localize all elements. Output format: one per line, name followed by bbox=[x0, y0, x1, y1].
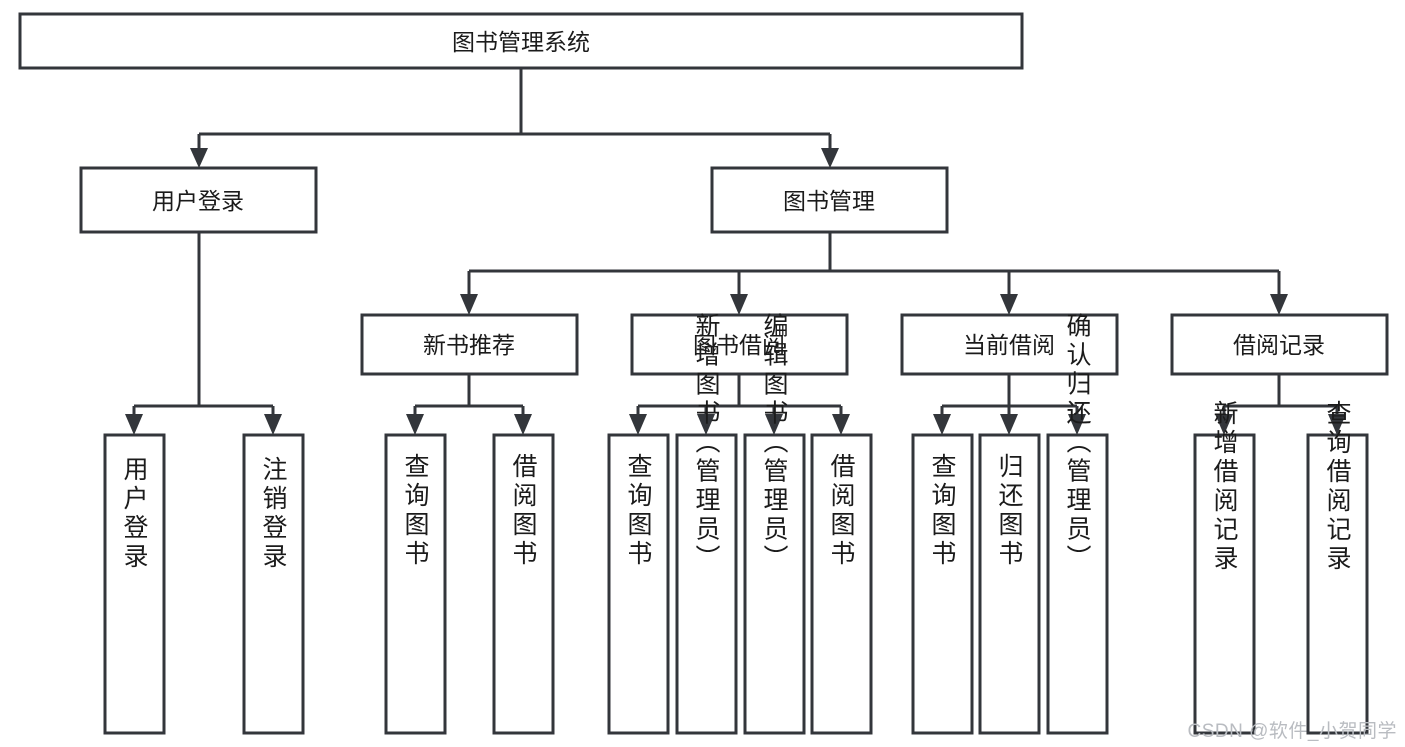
arrow-head-borrow-record bbox=[1270, 294, 1288, 315]
node-leaf-confirm-return[interactable]: 确认归还（管理员） bbox=[1046, 313, 1109, 735]
node-leaf-query-record[interactable]: 查询借阅记录 bbox=[1306, 400, 1369, 735]
node-leaf-user-logout-box[interactable] bbox=[242, 433, 305, 735]
node-leaf-query-book-1-box[interactable] bbox=[384, 433, 447, 735]
arrow-head-leaf-query-book-3 bbox=[933, 414, 951, 435]
node-leaf-query-book-3-box[interactable] bbox=[911, 433, 974, 735]
arrow-head-leaf-add-book bbox=[697, 414, 715, 435]
node-leaf-borrow-book-1-label: 借阅图书 bbox=[509, 453, 538, 569]
node-book-manage-box[interactable] bbox=[710, 166, 949, 234]
node-current-borrow[interactable]: 当前借阅 bbox=[900, 313, 1119, 376]
node-user-login-box[interactable] bbox=[79, 166, 318, 234]
node-leaf-borrow-book-2-box[interactable] bbox=[810, 433, 873, 735]
node-new-book-rec[interactable]: 新书推荐 bbox=[360, 313, 579, 376]
node-leaf-user-login-label: 用户登录 bbox=[120, 456, 149, 572]
node-leaf-query-book-1[interactable]: 查询图书 bbox=[384, 433, 447, 735]
arrow-head-leaf-borrow-book-2 bbox=[832, 414, 850, 435]
node-leaf-add-book-box[interactable] bbox=[675, 433, 738, 735]
connector-layer bbox=[125, 68, 1346, 435]
node-leaf-add-record-box[interactable] bbox=[1193, 433, 1256, 735]
arrow-head-current-borrow bbox=[1000, 294, 1018, 315]
node-leaf-borrow-book-1[interactable]: 借阅图书 bbox=[492, 433, 555, 735]
arrow-head-user-login bbox=[190, 148, 208, 168]
node-leaf-add-book[interactable]: 新增图书（管理员） bbox=[675, 313, 738, 735]
node-leaf-borrow-book-2-label: 借阅图书 bbox=[827, 453, 856, 569]
node-leaf-query-book-3[interactable]: 查询图书 bbox=[911, 433, 974, 735]
arrow-head-leaf-add-record bbox=[1215, 414, 1233, 435]
node-leaf-query-record-label: 查询借阅记录 bbox=[1323, 400, 1352, 574]
node-borrow-record[interactable]: 借阅记录 bbox=[1170, 313, 1389, 376]
node-book-manage[interactable]: 图书管理 bbox=[710, 166, 949, 234]
node-user-login[interactable]: 用户登录 bbox=[79, 166, 318, 234]
node-leaf-query-record-box[interactable] bbox=[1306, 433, 1369, 735]
node-leaf-add-book-label: 新增图书（管理员） bbox=[692, 313, 721, 574]
node-borrow-record-box[interactable] bbox=[1170, 313, 1389, 376]
node-book-borrow-label: 图书借阅 bbox=[693, 332, 785, 358]
node-user-login-label: 用户登录 bbox=[152, 188, 244, 214]
node-leaf-confirm-return-box[interactable] bbox=[1046, 433, 1109, 735]
arrow-head-leaf-query-record bbox=[1328, 414, 1346, 435]
node-new-book-rec-box[interactable] bbox=[360, 313, 579, 376]
arrow-head-leaf-query-book-1 bbox=[406, 414, 424, 435]
arrow-head-book-manage bbox=[821, 148, 839, 168]
node-leaf-user-login-box[interactable] bbox=[103, 433, 166, 735]
node-book-borrow-box[interactable] bbox=[630, 313, 849, 376]
arrow-head-leaf-confirm-return bbox=[1068, 414, 1086, 435]
node-leaf-user-login[interactable]: 用户登录 bbox=[103, 433, 166, 735]
node-leaf-borrow-book-1-box[interactable] bbox=[492, 433, 555, 735]
arrow-head-leaf-query-book-2 bbox=[629, 414, 647, 435]
node-leaf-edit-book[interactable]: 编辑图书（管理员） bbox=[743, 313, 806, 735]
node-leaf-user-logout[interactable]: 注销登录 bbox=[242, 433, 305, 735]
node-book-manage-label: 图书管理 bbox=[783, 188, 875, 214]
node-leaf-query-book-2[interactable]: 查询图书 bbox=[607, 433, 670, 735]
node-leaf-query-book-3-label: 查询图书 bbox=[928, 453, 957, 569]
node-borrow-record-label: 借阅记录 bbox=[1233, 332, 1325, 358]
node-current-borrow-label: 当前借阅 bbox=[963, 332, 1055, 358]
arrow-head-leaf-borrow-book-1 bbox=[514, 414, 532, 435]
arrow-head-leaf-user-login bbox=[125, 414, 143, 435]
arrow-head-new-book-rec bbox=[460, 294, 478, 315]
node-root[interactable]: 图书管理系统 bbox=[18, 12, 1024, 70]
node-leaf-add-record[interactable]: 新增借阅记录 bbox=[1193, 400, 1256, 735]
node-leaf-query-book-2-label: 查询图书 bbox=[624, 453, 653, 569]
node-leaf-borrow-book-2[interactable]: 借阅图书 bbox=[810, 433, 873, 735]
node-root-label: 图书管理系统 bbox=[452, 29, 590, 55]
node-leaf-confirm-return-label: 确认归还（管理员） bbox=[1063, 313, 1092, 574]
arrow-head-leaf-return-book bbox=[1000, 414, 1018, 435]
node-leaf-return-book-label: 归还图书 bbox=[995, 453, 1024, 569]
node-leaf-edit-book-label: 编辑图书（管理员） bbox=[760, 313, 789, 574]
node-leaf-edit-book-box[interactable] bbox=[743, 433, 806, 735]
node-book-borrow[interactable]: 图书借阅 bbox=[630, 313, 849, 376]
node-root-box[interactable] bbox=[18, 12, 1024, 70]
node-new-book-rec-label: 新书推荐 bbox=[423, 332, 515, 358]
node-current-borrow-box[interactable] bbox=[900, 313, 1119, 376]
node-leaf-user-logout-label: 注销登录 bbox=[259, 456, 288, 572]
arrow-head-book-borrow bbox=[730, 294, 748, 315]
arrow-head-leaf-edit-book bbox=[765, 414, 783, 435]
arrow-head-leaf-user-logout bbox=[264, 414, 282, 435]
node-leaf-query-book-2-box[interactable] bbox=[607, 433, 670, 735]
node-leaf-query-book-1-label: 查询图书 bbox=[401, 453, 430, 569]
node-leaf-add-record-label: 新增借阅记录 bbox=[1210, 400, 1239, 574]
node-leaf-return-book-box[interactable] bbox=[978, 433, 1041, 735]
node-leaf-return-book[interactable]: 归还图书 bbox=[978, 433, 1041, 735]
